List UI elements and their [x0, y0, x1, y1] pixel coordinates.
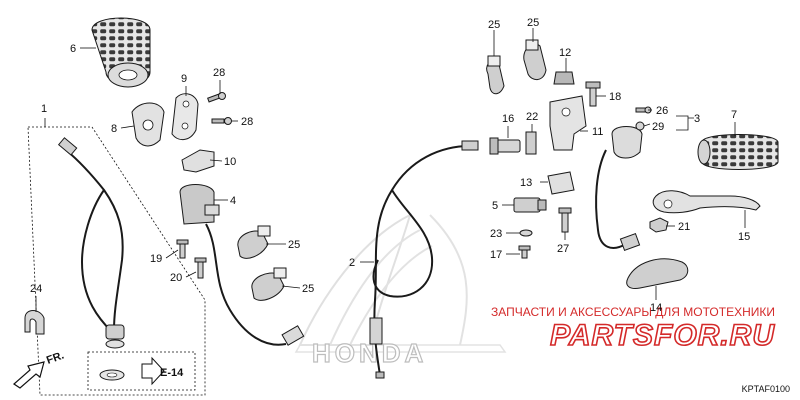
label-part-27: 27: [557, 243, 569, 255]
left-grip-6: [91, 17, 151, 88]
label-part-28-lower: 28: [241, 116, 253, 128]
label-part-17: 17: [490, 249, 502, 261]
band-clamp-25-a: [237, 225, 271, 259]
shop-caption: ЗАПЧАСТИ И АКСЕССУАРЫ ДЛЯ МОТОТЕХНИКИ: [491, 305, 775, 319]
label-part-24: 24: [30, 283, 42, 295]
nut-22: [525, 131, 537, 155]
leader-lines: [35, 28, 746, 312]
label-part-13: 13: [520, 177, 532, 189]
label-part-22: 22: [526, 111, 538, 123]
adjuster-16: [489, 137, 521, 155]
bolt-20: [194, 257, 207, 279]
honda-brand-watermark: HONDA: [312, 338, 427, 368]
label-part-8: 8: [111, 123, 117, 135]
label-part-11: 11: [592, 126, 603, 138]
reference-label-e14: E-14: [160, 367, 184, 379]
label-part-29: 29: [652, 121, 664, 133]
lever-holder-11: [549, 95, 587, 151]
label-part-19: 19: [150, 253, 162, 265]
band-clamp-25-b: [251, 267, 287, 301]
label-part-1: 1: [41, 103, 47, 115]
nut-21: [649, 217, 669, 233]
clutch-cable-2: [369, 140, 479, 379]
bolt-19: [176, 239, 189, 259]
label-part-15: 15: [738, 231, 750, 243]
bracket-10: [181, 149, 215, 173]
label-part-7: 7: [731, 109, 737, 121]
switch-5: [513, 197, 547, 213]
label-part-25-a: 25: [288, 239, 300, 251]
bolt-18: [585, 81, 601, 107]
throttle-housing-9: [171, 93, 199, 140]
label-part-25-c: 25: [488, 19, 500, 31]
screw-28-upper: [207, 92, 226, 103]
band-clamp-25-d: [523, 39, 547, 80]
cap-12: [553, 71, 575, 85]
switch-assembly-3: [595, 126, 643, 252]
label-part-10: 10: [224, 156, 236, 168]
label-part-26: 26: [656, 105, 668, 117]
label-part-25-b: 25: [302, 283, 314, 295]
label-part-16: 16: [502, 113, 514, 125]
label-part-5: 5: [492, 200, 498, 212]
right-grip-7: [697, 134, 779, 170]
label-part-21: 21: [678, 221, 690, 233]
label-part-12: 12: [559, 47, 571, 59]
diagram-code: KPTAF0100: [742, 384, 790, 394]
washer-23: [519, 229, 533, 237]
band-clamp-25-c: [486, 55, 505, 95]
label-part-25-d: 25: [527, 17, 539, 29]
bracket-13: [547, 171, 575, 195]
throttle-cable-assembly-box: [27, 118, 206, 396]
label-part-20: 20: [170, 272, 182, 284]
front-direction-arrow: [13, 361, 45, 389]
label-part-18: 18: [609, 91, 621, 103]
label-part-6: 6: [70, 43, 76, 55]
label-part-4: 4: [230, 195, 236, 207]
honda-wing-watermark: [294, 213, 507, 353]
screw-28-lower: [211, 117, 232, 125]
label-part-14: 14: [650, 302, 662, 314]
bolt-27: [558, 207, 572, 233]
label-part-3: 3: [694, 113, 700, 125]
front-direction-label: FR.: [45, 349, 66, 366]
engine-stop-switch-4: [179, 184, 305, 346]
reference-box-e14: [87, 351, 196, 391]
screw-17: [518, 245, 531, 259]
label-part-2: 2: [349, 257, 355, 269]
label-part-9: 9: [181, 73, 187, 85]
lever-protector-14: [626, 258, 689, 289]
throttle-housing-8: [131, 102, 165, 147]
grommet-24: [24, 310, 45, 335]
label-part-23: 23: [490, 228, 502, 240]
label-part-28-upper: 28: [213, 67, 225, 79]
clutch-lever-15: [652, 190, 761, 214]
washer-29: [635, 121, 645, 131]
shop-logo: PARTSFOR.RU: [550, 319, 775, 352]
